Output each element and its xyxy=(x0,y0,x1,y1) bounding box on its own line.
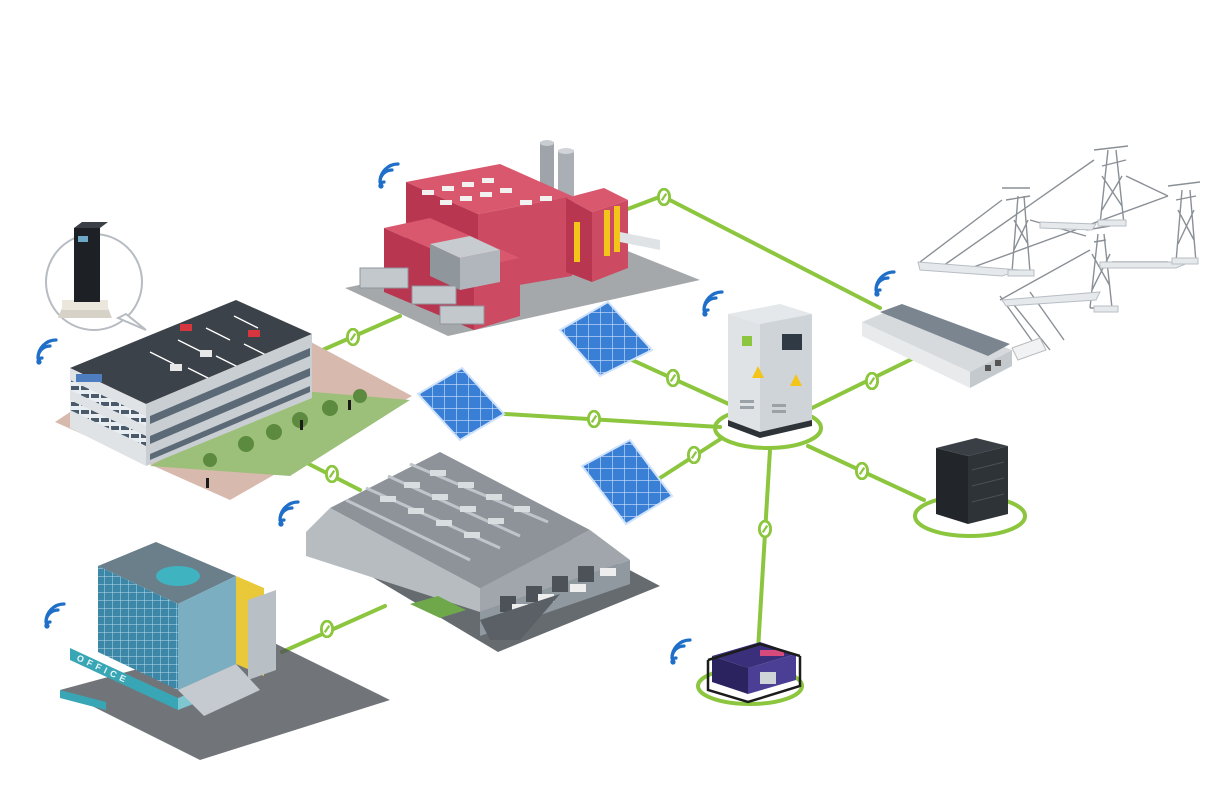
energy-storage-cabinet xyxy=(700,290,812,438)
wifi-icon xyxy=(700,290,724,318)
ev-charger xyxy=(45,222,147,331)
wifi-icon xyxy=(42,602,66,630)
warehouse xyxy=(276,452,660,652)
line-solar1-hub xyxy=(503,412,722,429)
substation xyxy=(862,270,1047,388)
factory-icon xyxy=(345,140,700,336)
solar-panel-icon xyxy=(558,300,654,378)
transmission-towers xyxy=(917,145,1201,353)
line-solar2-hub xyxy=(630,358,744,412)
substation-icon xyxy=(862,304,1047,388)
office-tower: OFFICE xyxy=(42,542,390,760)
solar-panel-icon xyxy=(416,366,506,442)
generator xyxy=(668,638,802,704)
line-factory-substation xyxy=(623,194,664,212)
warehouse-icon xyxy=(306,452,660,652)
line-hub-substation xyxy=(810,354,920,410)
office-tower-icon: OFFICE xyxy=(60,542,390,760)
generator-icon xyxy=(706,642,802,704)
ev-charger-icon xyxy=(45,222,147,331)
storage-cabinet-icon xyxy=(728,304,812,438)
office-parking-icon xyxy=(55,300,412,500)
wifi-icon xyxy=(276,500,300,528)
battery-rack xyxy=(936,438,1008,524)
office-parking xyxy=(34,300,412,500)
wifi-icon xyxy=(668,638,692,666)
battery-rack-icon xyxy=(936,438,1008,524)
wifi-icon xyxy=(872,270,896,298)
line-hub-generator xyxy=(756,448,772,652)
wifi-icon xyxy=(376,162,400,190)
connection-lines xyxy=(280,194,1027,706)
line-factory-to-substation xyxy=(660,194,882,310)
solar-panels xyxy=(416,300,674,526)
transmission-tower-icon xyxy=(919,145,1201,353)
wifi-icon xyxy=(34,338,58,366)
solar-panel-icon xyxy=(580,438,674,526)
factory xyxy=(345,140,700,336)
